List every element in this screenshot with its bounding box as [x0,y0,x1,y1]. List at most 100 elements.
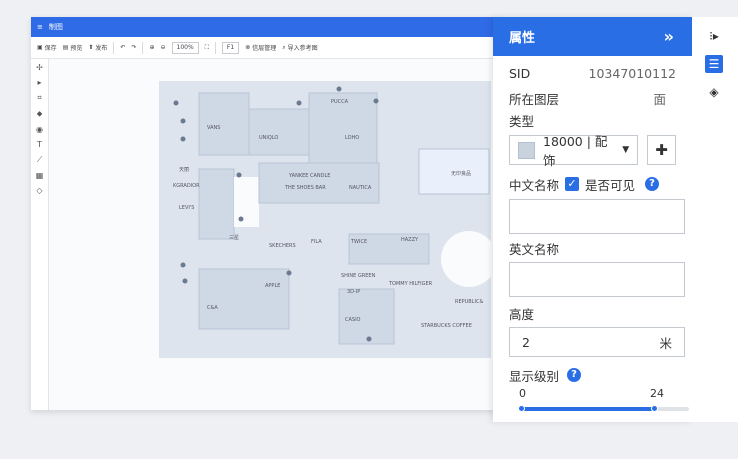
shop-kgradior[interactable] [198,168,235,240]
en-name-input[interactable] [509,262,685,297]
panel-body: SID 10347010112 所在图层 面 类型 18000 | 配饰 ▼ ✚… [493,66,692,415]
panel-header: 属性 » [493,17,692,56]
atrium [234,177,259,227]
type-color-swatch [518,141,535,159]
height-input[interactable]: 2 米 [509,327,685,357]
cn-name-row: 中文名称 ✓ 是否可见 ? [509,176,676,193]
undo-button[interactable]: ↶ [120,44,125,51]
layer-manage-button[interactable]: ⊗信层管理 [245,44,277,52]
map-label: CASIO [345,317,361,323]
height-value: 2 [522,334,530,350]
poi-marker[interactable] [180,136,186,142]
collapse-arrow-icon[interactable]: ⁝▸ [709,29,719,43]
type-select[interactable]: 18000 | 配饰 ▼ [509,134,639,168]
map-label: NAUTICA [349,185,372,191]
floor-select[interactable]: F1 [221,41,240,54]
puzzle-icon: ✚ [655,141,668,159]
floor-plan: VANS UNIQLO PUCCA LOHO YANKEE CANDLE THE… [159,81,497,358]
type-value: 18000 | 配饰 [543,134,608,168]
visible-checkbox[interactable]: ✓ [565,177,580,191]
map-label: UNIQLO [259,135,278,141]
slider-fill [521,407,654,411]
map-canvas[interactable]: VANS UNIQLO PUCCA LOHO YANKEE CANDLE THE… [49,59,501,410]
shop-yankee[interactable] [258,162,380,204]
line-icon[interactable]: ⟋ [36,155,43,164]
publish-icon: ⬆ [88,44,94,51]
shop-casio[interactable] [338,288,395,345]
poi-marker[interactable] [296,100,302,106]
level-slider[interactable]: 0 24 [509,387,689,415]
poi-marker[interactable] [286,270,292,276]
layer-value: 面 [653,92,666,107]
atrium-circle [441,231,497,287]
poi-markers [173,86,379,342]
shop-uniqlo[interactable] [248,108,310,156]
poi-marker[interactable] [180,118,186,124]
zoom-select[interactable]: 100% [171,41,199,54]
caret-down-icon: ▼ [622,145,630,155]
zoom-out-button[interactable]: ⊖ [161,44,166,51]
editor-title-bar: ≡ 制图 [31,17,501,37]
right-icon-strip: ⁝▸ ☰ ◈ [692,17,738,422]
poi-marker[interactable] [173,100,179,106]
shop-loho[interactable] [308,92,378,164]
type-label: 类型 [509,114,535,129]
editor-title: 制图 [48,23,63,31]
help-icon[interactable]: ? [567,368,582,382]
fit-button[interactable]: ⛶ [205,44,209,52]
redo-button[interactable]: ↷ [131,44,136,51]
sid-value: 10347010112 [588,66,676,81]
toolbar-divider [214,41,216,54]
undo-icon: ↶ [120,44,126,51]
menu-icon[interactable]: ≡ [37,23,43,31]
publish-button[interactable]: ⬆发布 [88,44,108,52]
map-label: SHINE GREEN [341,273,376,279]
type-row: 18000 | 配饰 ▼ ✚ [509,134,676,168]
poi-marker[interactable] [180,262,186,268]
shop-hazzy[interactable] [348,233,430,265]
zoom-in-button[interactable]: ⊕ [149,44,154,51]
map-label: 无印良品 [451,170,471,177]
slider-handle-max[interactable] [651,405,658,412]
poi-marker[interactable] [373,98,379,104]
map-label: VANS [207,125,220,131]
poi-marker[interactable] [366,336,372,342]
import-icon: ⌕ [282,43,286,51]
level-row: 显示级别 ? [509,367,676,384]
map-label: REPUBLIC& [455,299,483,305]
polygon-icon[interactable]: ⌗ [37,93,42,102]
level-label: 显示级别 [509,368,560,384]
double-chevron-right-icon[interactable]: » [663,27,674,46]
tag-icon[interactable]: ◇ [36,186,43,195]
poi-marker[interactable] [238,216,244,222]
poi-marker[interactable] [182,278,188,284]
sid-row: SID 10347010112 [509,66,676,82]
puzzle-button[interactable]: ✚ [647,135,676,165]
poi-marker[interactable] [236,172,242,178]
layers-icon[interactable]: ◈ [709,85,719,99]
select-icon[interactable]: ▸ [37,78,42,87]
cn-name-input[interactable] [509,199,685,234]
preview-button[interactable]: ▤预览 [62,44,83,52]
poi-marker[interactable] [336,86,342,92]
shop-muji[interactable] [418,148,490,195]
editor-toolbar: ▣保存 ▤预览 ⬆发布 ↶ ↷ ⊕ ⊖ 100% ⛶ F1 ⊗信层管理 ⌕导入参… [31,37,501,59]
move-icon[interactable]: ✢ [36,63,43,72]
height-label: 高度 [509,307,535,322]
pin-icon[interactable]: ⬥ [36,109,43,118]
shop-ca[interactable] [198,268,290,330]
slider-handle-min[interactable] [518,405,525,412]
text-icon[interactable]: T [37,140,42,149]
save-button[interactable]: ▣保存 [37,44,57,52]
import-reference-button[interactable]: ⌕导入参考图 [282,43,318,53]
sid-label: SID [509,66,531,81]
layer-icon[interactable]: ▦ [35,171,44,180]
level-min: 0 [519,387,526,400]
toolbar-divider [142,41,144,54]
layer-label: 所在图层 [509,92,560,107]
poi-icon[interactable]: ◉ [36,125,43,134]
help-icon[interactable]: ? [645,177,660,191]
shop-vans[interactable] [198,92,250,156]
map-label: THE SHOES BAR [284,185,326,191]
properties-icon[interactable]: ☰ [705,55,723,73]
